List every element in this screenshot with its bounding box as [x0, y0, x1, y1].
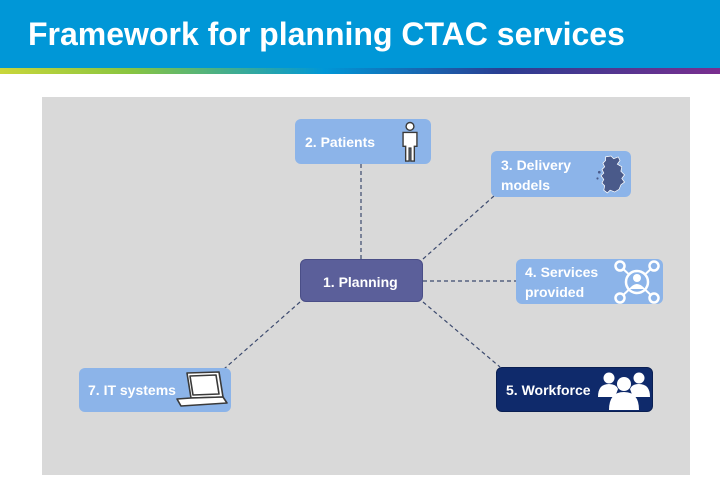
node-delivery-label-line2: models — [501, 177, 551, 193]
scotland-map-icon — [596, 155, 626, 194]
node-services-label-line2: provided — [525, 284, 585, 300]
node-patients: 2. Patients — [295, 119, 431, 164]
connector-workforce — [422, 301, 501, 368]
node-it-systems: 7. IT systems — [79, 368, 231, 412]
header-gradient-stripe — [0, 68, 720, 74]
header-bar: Framework for planning CTAC services — [0, 0, 720, 72]
node-delivery-models: 3. Delivery models — [491, 151, 631, 197]
network-person-icon — [614, 260, 660, 304]
node-services-label-line1: 4. Services — [525, 264, 599, 280]
group-people-icon — [598, 372, 650, 410]
connector-it — [223, 301, 301, 370]
node-planning-center: 1. Planning — [300, 259, 423, 302]
node-services-provided: 4. Services provided — [516, 259, 663, 304]
node-workforce: 5. Workforce — [496, 367, 653, 412]
node-patients-label: 2. Patients — [305, 134, 376, 150]
node-it-label: 7. IT systems — [88, 382, 176, 398]
person-icon — [402, 121, 418, 162]
node-delivery-label-line1: 3. Delivery — [501, 157, 572, 173]
page-title: Framework for planning CTAC services — [28, 16, 625, 52]
laptop-icon — [176, 371, 228, 407]
node-workforce-label: 5. Workforce — [506, 382, 591, 398]
node-planning-label: 1. Planning — [323, 274, 398, 290]
connector-delivery — [422, 195, 495, 260]
